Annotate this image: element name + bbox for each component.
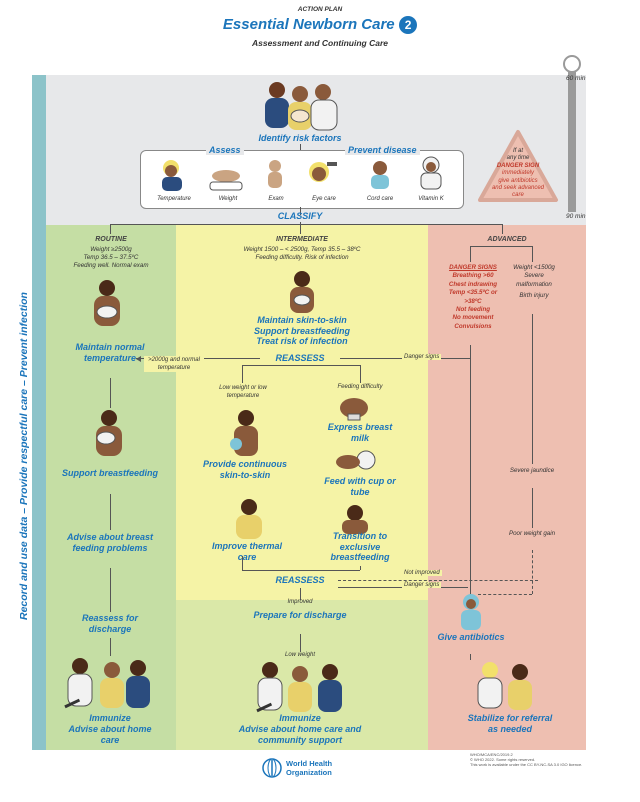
eye-care-icon (309, 162, 337, 182)
danger-signs-2: Danger signs (402, 582, 442, 588)
classify-label: CLASSIFY (277, 211, 323, 221)
assess-box (140, 150, 464, 209)
reassess-2: REASSESS (275, 575, 325, 585)
express-milk-icon (340, 398, 368, 421)
sidebar-text: Record and use data – Provide respectful… (18, 292, 30, 620)
weight-icon (209, 170, 243, 191)
cup-feeding-icon (336, 450, 376, 470)
item-cord-care: Cord care (366, 196, 394, 202)
vitamin-k-icon (420, 156, 442, 190)
prevent-label: Prevent disease (345, 145, 420, 155)
cord-care-icon (371, 161, 389, 189)
express-breast-milk: Express breast milk (327, 422, 393, 443)
family-illustration (265, 82, 338, 131)
advanced-heading: ADVANCED (487, 236, 527, 243)
item-eye-care: Eye care (312, 196, 336, 202)
danger-signs-1: Danger signs (402, 354, 442, 360)
intermediate-heading: INTERMEDIATE (276, 236, 328, 243)
who-logo-icon (262, 758, 282, 778)
improve-thermal-care: Improve thermal care (211, 541, 283, 562)
temperature-icon (162, 160, 182, 191)
page-subtitle: Assessment and Continuing Care (251, 38, 389, 48)
assess-label: Assess (206, 145, 244, 155)
to-routine-condition: >2000g and normal temperature (144, 356, 204, 372)
reassess-for-discharge: Reassess for discharge (81, 613, 139, 634)
not-improved: Not improved (402, 570, 442, 576)
exam-icon (268, 160, 282, 188)
community-support-icon (256, 662, 342, 713)
continuous-skin-icon (230, 410, 258, 456)
feed-with-cup: Feed with cup or tube (324, 476, 396, 497)
item-exam: Exam (268, 196, 284, 202)
give-antibiotics: Give antibiotics (437, 632, 505, 642)
immunize-family-icon (64, 658, 150, 709)
transition-exclusive: Transition to exclusive breastfeeding (330, 531, 390, 562)
item-vitamin-k: Vitamin K (418, 196, 444, 202)
identify-risk: Identify risk factors (258, 133, 342, 143)
transition-feeding-icon (342, 505, 368, 534)
title-number-badge: 2 (399, 16, 418, 34)
danger-box-text: If at any time DANGER SIGN immediately g… (491, 148, 545, 199)
mother-baby-skin-icon (94, 280, 120, 326)
low-weight-2: Low weight (284, 652, 316, 658)
support-breastfeeding: Support breastfeeding (61, 468, 158, 478)
item-weight: Weight (218, 196, 238, 202)
prepare-for-discharge: Prepare for discharge (253, 610, 347, 620)
stabilize-for-referral: Stabilize for referral as needed (467, 713, 553, 734)
timeline-bottom: 90 min (566, 213, 586, 220)
danger-triangle (478, 130, 558, 202)
referral-icon (477, 662, 532, 710)
improved-label: Improved (287, 599, 313, 605)
feeding-difficulty-label: Feeding difficulty (337, 384, 383, 390)
sidebar-band (32, 75, 46, 750)
page-title: Essential Newborn Care (222, 16, 395, 34)
clock-icon (563, 55, 581, 73)
danger-signs-list: DANGER SIGNS Breathing >60 Chest indrawi… (448, 264, 498, 330)
advanced-panel (428, 225, 586, 750)
skin-to-skin-icon (290, 271, 314, 313)
thermal-care-icon (236, 499, 262, 539)
timeline-top: 60 min (566, 75, 586, 82)
page-title-wrap: Essential Newborn Care 2 (180, 16, 460, 34)
footer-fine-print: WHO/MCA/ENC/2019.2© WHO 2022. Some right… (470, 752, 583, 768)
severe-jaundice: Severe jaundice (509, 467, 555, 474)
antibiotics-icon (461, 594, 481, 630)
item-temperature: Temperature (157, 196, 191, 202)
maintain-normal-temp: Maintain normal temperature (75, 342, 145, 363)
routine-heading: ROUTINE (95, 236, 127, 243)
action-plan-kicker: ACTION PLAN (297, 6, 343, 13)
reassess-1: REASSESS (275, 353, 325, 363)
timeline-bar (568, 72, 576, 212)
poor-weight-gain: Poor weight gain (508, 530, 556, 537)
breastfeeding-icon (96, 410, 122, 456)
advise-breastfeeding-problems: Advise about breast feeding problems (66, 532, 154, 553)
low-weight-label: Low weight or low temperature (219, 385, 267, 399)
provide-continuous-skin: Provide continuous skin-to-skin (202, 459, 287, 480)
